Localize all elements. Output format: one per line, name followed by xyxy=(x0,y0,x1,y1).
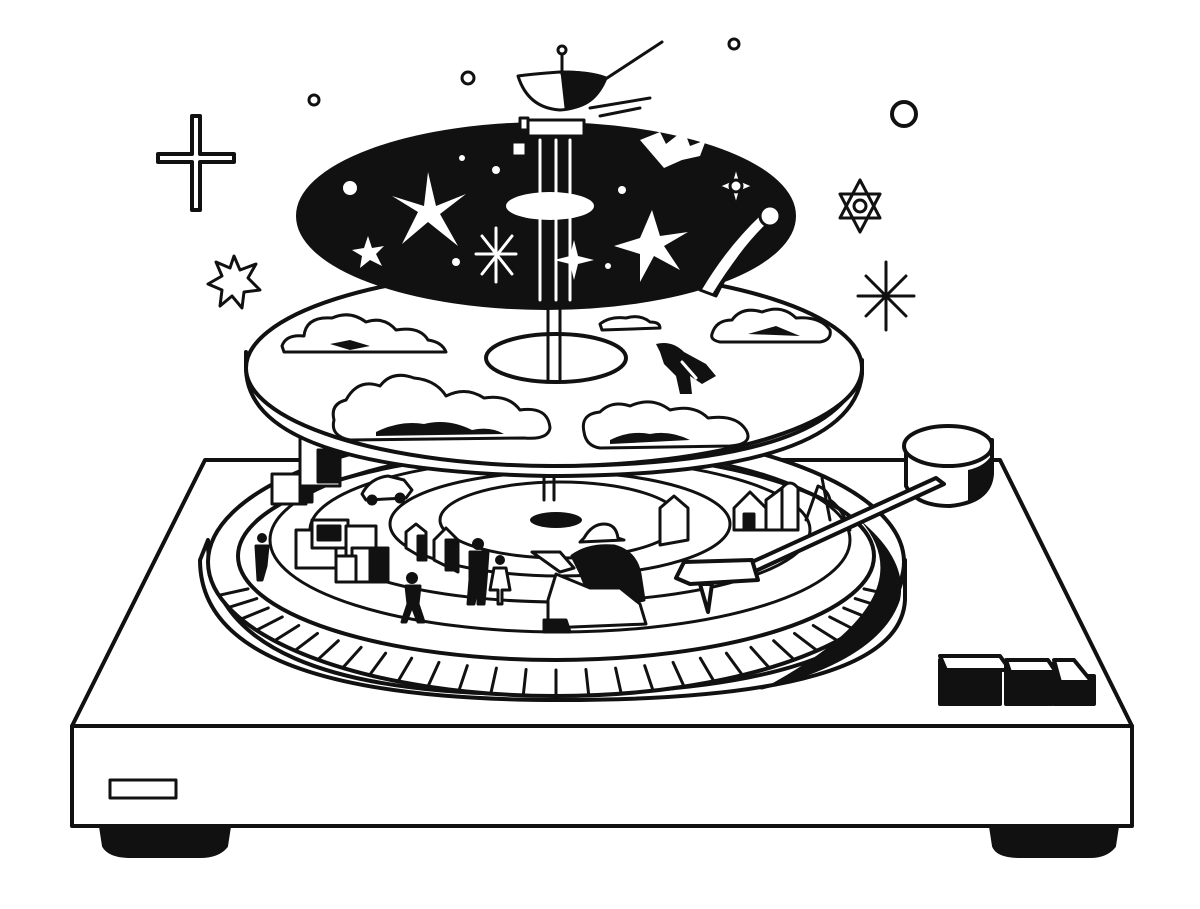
tonearm-pivot-top xyxy=(902,424,994,468)
platter-tick xyxy=(853,597,885,609)
platter-tick xyxy=(293,631,319,653)
control-buttons xyxy=(938,654,1096,706)
platter-rim-ticks xyxy=(217,587,895,698)
platter-tick xyxy=(316,639,340,662)
base-front xyxy=(70,724,1134,828)
person-icon xyxy=(400,572,426,624)
platter-tick xyxy=(698,656,716,683)
planet-icon xyxy=(890,100,918,128)
planet-icon xyxy=(307,93,321,107)
platter-tick xyxy=(671,660,686,689)
people xyxy=(254,522,648,634)
house-icon xyxy=(732,490,768,532)
platter-tick xyxy=(643,664,655,693)
farm xyxy=(732,476,852,532)
buildings-left xyxy=(270,434,390,584)
cloud-icon xyxy=(581,400,750,450)
stylus xyxy=(698,582,714,614)
atom-icon xyxy=(838,178,882,234)
person-icon xyxy=(254,533,270,582)
bird-icon xyxy=(656,343,716,394)
platter-tick xyxy=(862,587,895,597)
cloud-icon xyxy=(331,373,552,442)
star-icon xyxy=(352,236,384,268)
platter-tick xyxy=(811,623,840,643)
sunburst xyxy=(640,130,706,168)
platter-tick xyxy=(793,631,819,653)
person-icon xyxy=(488,555,512,606)
platter-tick xyxy=(227,597,259,609)
platter-tick xyxy=(521,668,528,697)
space-stars xyxy=(343,155,688,282)
headshell xyxy=(674,558,760,586)
tonearm-icon[interactable] xyxy=(674,424,994,614)
sparkle-icon xyxy=(474,226,518,284)
platter-tick xyxy=(489,666,498,696)
platter-tick xyxy=(341,645,363,670)
star-icon xyxy=(206,254,262,310)
tonearm-pivot-shadow xyxy=(968,454,992,504)
platter-tick xyxy=(772,639,796,662)
space-disc-hole xyxy=(506,192,594,220)
platter-tick xyxy=(254,615,284,632)
star-icon xyxy=(392,172,466,246)
spindle-hole xyxy=(530,512,582,528)
brand-badge xyxy=(108,778,178,800)
platter-tick xyxy=(396,656,414,683)
cloud-disc-hole xyxy=(484,332,628,384)
platter-tick xyxy=(239,606,270,621)
platter-tick xyxy=(426,660,441,689)
cowboy-hat-icon xyxy=(578,522,626,544)
sparkle-icon xyxy=(716,164,756,208)
platter-tick xyxy=(272,623,301,643)
platter-tick xyxy=(584,668,591,697)
platter-tick xyxy=(842,606,873,621)
sparkle-icon xyxy=(156,114,236,212)
person-icon xyxy=(466,538,490,606)
cowboy-figure xyxy=(530,522,648,634)
sky-decorations xyxy=(156,37,918,332)
platter-tick xyxy=(828,615,858,632)
satellite-dish-icon xyxy=(510,40,664,158)
foot-right xyxy=(988,818,1120,858)
cloud-icon xyxy=(598,315,662,332)
planet-icon xyxy=(727,37,741,51)
planet-icon xyxy=(460,70,476,86)
platter-side xyxy=(198,538,907,702)
buildings-center xyxy=(404,494,690,574)
platter-tick xyxy=(749,645,771,670)
foot-left xyxy=(98,818,232,858)
platter-tick xyxy=(724,651,744,677)
car-icon xyxy=(360,474,414,506)
platter-tick xyxy=(217,587,250,597)
platter-tick xyxy=(457,664,469,693)
cloud-icon xyxy=(710,307,832,344)
cloud-icon xyxy=(280,313,448,354)
space-disc xyxy=(296,122,796,502)
star-icon xyxy=(614,210,688,282)
platter-tick xyxy=(368,651,388,677)
town-scene xyxy=(254,434,852,634)
sparkle-icon xyxy=(856,260,916,332)
platter-tick xyxy=(614,666,623,696)
comet-icon xyxy=(698,204,782,298)
sparkle-icon xyxy=(554,240,594,280)
